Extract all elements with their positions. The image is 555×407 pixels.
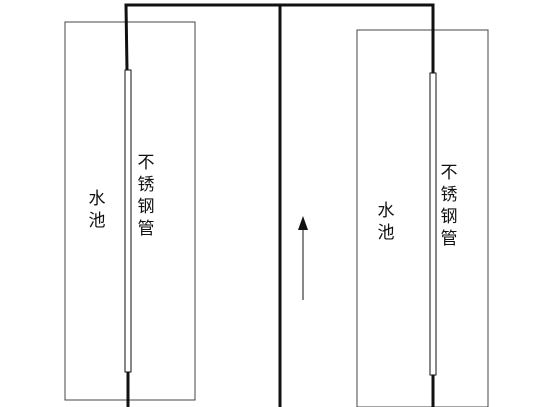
right-pool-outline [356, 29, 489, 407]
left-pipe-label: 不锈钢管 [137, 153, 155, 239]
right-pipe-label: 不锈钢管 [440, 163, 458, 249]
left-pool-outline [64, 21, 196, 401]
flow-arrow-head [298, 216, 308, 230]
right-steel-tube [429, 72, 437, 376]
left-pool-label: 水池 [88, 189, 106, 231]
right-pool-label: 水池 [377, 201, 395, 243]
left-steel-tube [124, 69, 132, 373]
